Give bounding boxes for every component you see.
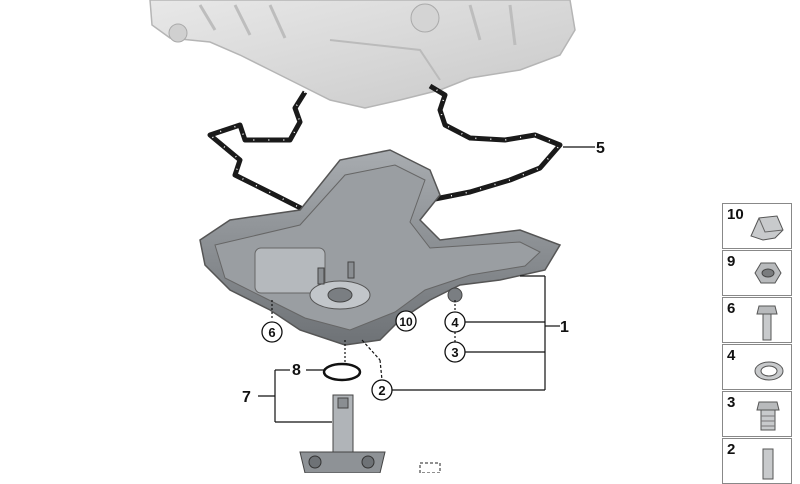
callout-5-label: 5 xyxy=(596,140,605,157)
legend-item-9[interactable]: 9 xyxy=(722,250,792,296)
legend-item-number: 9 xyxy=(727,253,736,270)
o-ring xyxy=(322,362,362,382)
callout-6: 6 xyxy=(261,321,283,343)
callout-4-label: 4 xyxy=(451,315,459,330)
legend-item-number: 10 xyxy=(727,206,744,223)
callout-8-label: 8 xyxy=(292,362,301,379)
leader-lines xyxy=(258,146,595,423)
callout-1-label: 1 xyxy=(560,319,569,336)
oil-pan xyxy=(199,149,562,346)
drain-plug-icon xyxy=(756,401,780,431)
callout-10: 10 xyxy=(395,310,417,332)
legend-item-number: 3 xyxy=(727,394,736,411)
callout-2-label: 2 xyxy=(378,383,385,398)
legend-item-4[interactable]: 4 xyxy=(722,344,792,390)
engine-block xyxy=(149,0,576,109)
legend-item-6[interactable]: 6 xyxy=(722,297,792,343)
legend-item-number: 6 xyxy=(727,300,736,317)
hex-bolt-icon xyxy=(756,305,778,341)
oil-level-sensor xyxy=(299,394,441,473)
exploded-parts-diagram: 5 1 7 8 6 10 4 3 2 xyxy=(149,0,605,473)
callout-1: 1 xyxy=(560,319,569,336)
legend-item-10[interactable]: 10 xyxy=(722,203,792,249)
callout-7-label: 7 xyxy=(242,389,251,406)
callout-10-label: 10 xyxy=(399,315,413,329)
legend-item-2[interactable]: 2 xyxy=(722,438,792,484)
callout-3: 3 xyxy=(444,341,466,363)
legend-item-3[interactable]: 3 xyxy=(722,391,792,437)
clip-icon xyxy=(750,215,784,241)
callout-6-label: 6 xyxy=(268,325,275,340)
hex-nut-icon xyxy=(754,262,782,284)
legend-item-number: 2 xyxy=(727,441,736,458)
screw-icon xyxy=(762,448,774,480)
callout-2: 2 xyxy=(371,379,393,401)
callout-7: 7 xyxy=(242,389,251,406)
sealing-ring-icon xyxy=(754,361,784,381)
callout-4: 4 xyxy=(444,311,466,333)
callout-5: 5 xyxy=(596,140,605,157)
legend-item-number: 4 xyxy=(727,347,736,364)
parts-legend-panel: 10 9 6 4 3 2 xyxy=(722,203,800,484)
callout-3-label: 3 xyxy=(451,345,458,360)
callout-8: 8 xyxy=(292,362,301,379)
